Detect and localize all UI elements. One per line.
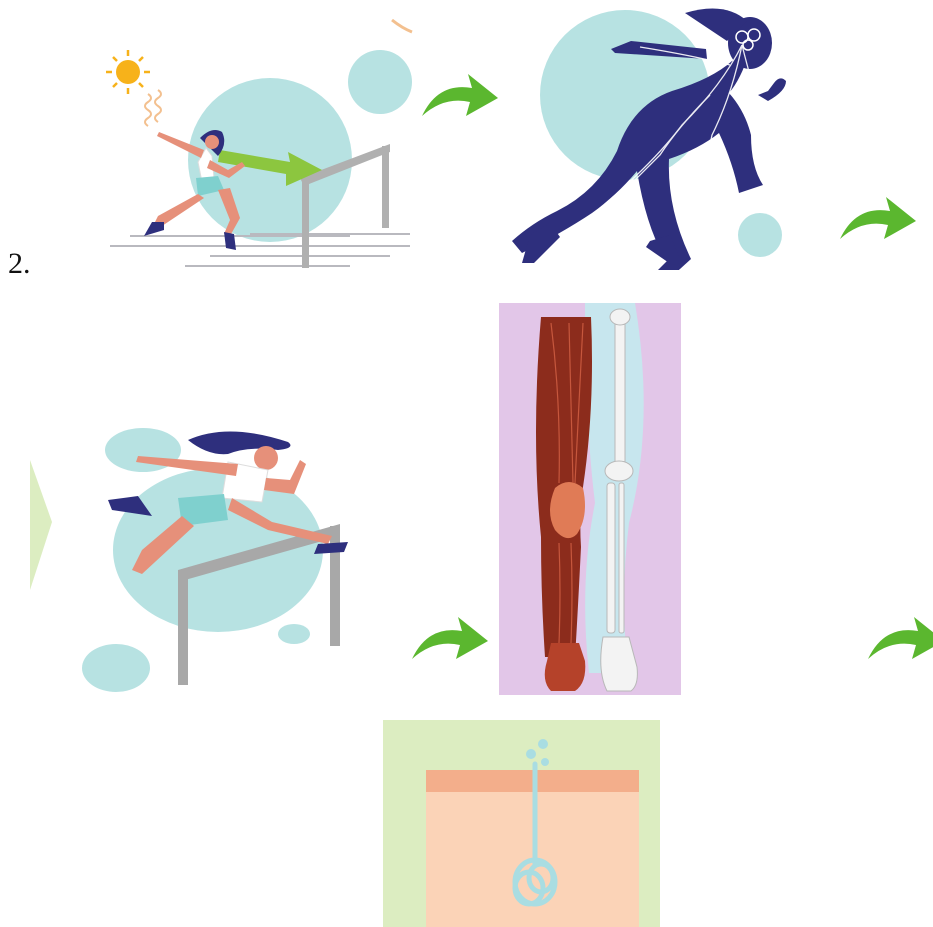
skin-sweat-gland-illustration (383, 720, 660, 927)
green-arrow-icon (410, 615, 490, 665)
leg-muscle-skeleton-illustration (499, 303, 681, 695)
sun-icon (106, 50, 161, 126)
green-arrow-icon (866, 615, 933, 665)
green-arrow-icon (838, 195, 918, 245)
nervous-system-runner-illustration (510, 5, 805, 270)
sprinter-sees-hurdle-illustration (100, 10, 430, 275)
list-marker: 2. (8, 247, 31, 281)
green-arrow-icon (420, 72, 500, 122)
partial-shape (30, 460, 54, 590)
hurdle-jumper-illustration (78, 420, 353, 695)
